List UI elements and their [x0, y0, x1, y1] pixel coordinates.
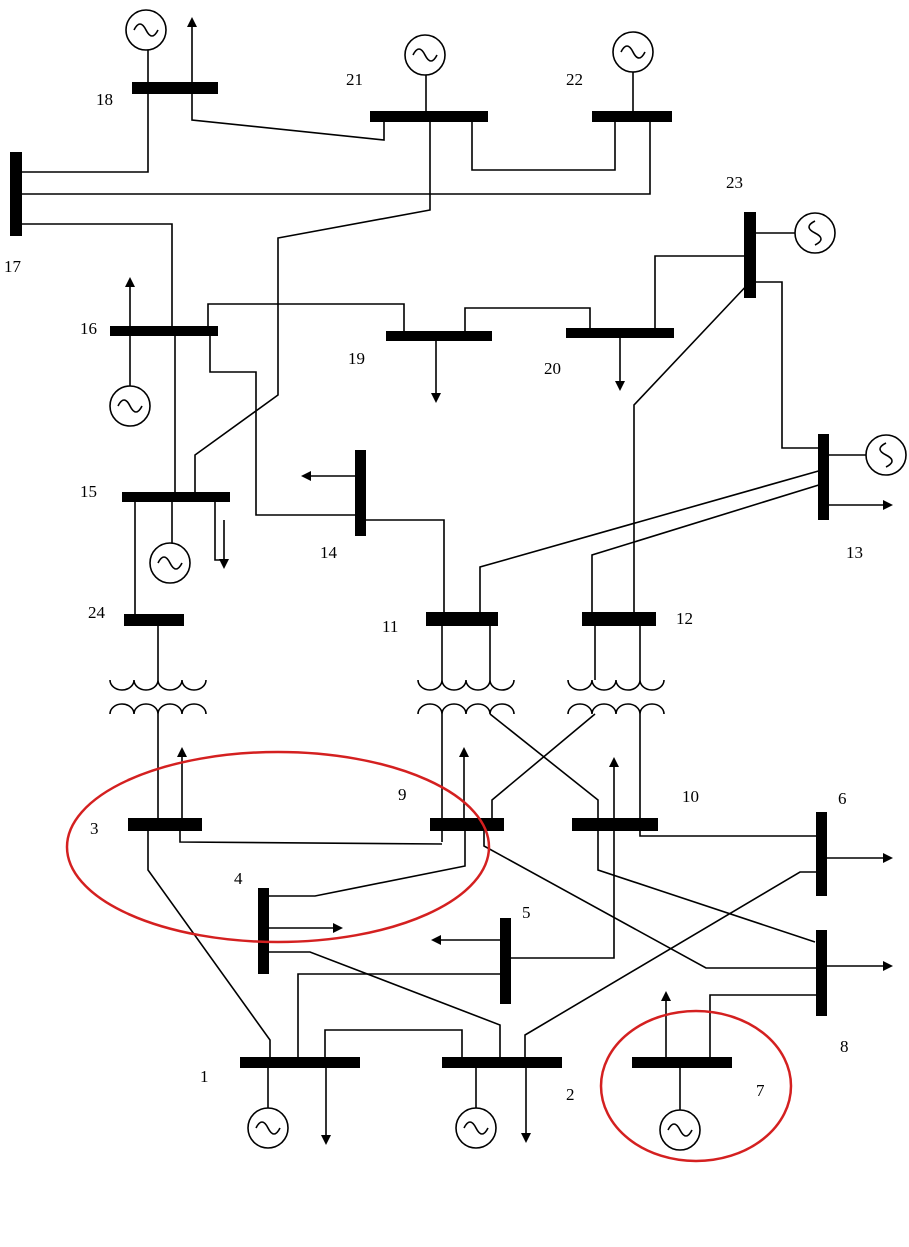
label-bus-7: 7 [756, 1081, 765, 1100]
bus-4 [258, 888, 269, 974]
line-16-19 [207, 303, 405, 336]
bus-8 [816, 930, 827, 1016]
label-bus-20: 20 [544, 359, 561, 378]
line-20-23 [654, 255, 750, 333]
line-16-14 [209, 330, 360, 516]
line-23-13 [750, 281, 822, 449]
bus-6 [816, 812, 827, 896]
load-15-stub [214, 496, 224, 561]
transformer-11 [417, 679, 515, 715]
label-bus-19: 19 [348, 349, 365, 368]
bus-7 [632, 1057, 732, 1068]
bus-11 [426, 612, 498, 626]
generator-15 [149, 542, 191, 584]
generator-22 [612, 31, 654, 73]
highlight-ellipse-buses-3-9-4 [65, 750, 491, 944]
line-18-21 [191, 88, 385, 141]
label-bus-9: 9 [398, 785, 407, 804]
label-bus-10: 10 [682, 787, 699, 806]
line-22-17 [18, 116, 651, 195]
label-bus-2: 2 [566, 1085, 575, 1104]
bus-3 [128, 818, 202, 831]
label-bus-11: 11 [382, 617, 398, 636]
label-bus-22: 22 [566, 70, 583, 89]
generator-16 [109, 385, 151, 427]
bus-2 [442, 1057, 562, 1068]
transformer-12 [567, 679, 665, 715]
line-13-12 [591, 483, 823, 618]
line-17-16 [18, 223, 173, 330]
generator-13 [865, 434, 907, 476]
highlight-ellipse-bus-7 [599, 1009, 793, 1163]
bus-9 [430, 818, 504, 831]
bus-22 [592, 111, 672, 122]
bus-21 [370, 111, 488, 122]
label-bus-15: 15 [80, 482, 97, 501]
label-bus-24: 24 [88, 603, 106, 622]
label-bus-3: 3 [90, 819, 99, 838]
bus-10 [572, 818, 658, 831]
generator-21 [404, 34, 446, 76]
generator-1 [247, 1107, 289, 1149]
generator-18 [125, 9, 167, 51]
line-21-22 [471, 116, 616, 171]
bus-14 [355, 450, 366, 536]
bus-23 [744, 212, 756, 298]
generator-7 [659, 1109, 701, 1151]
label-bus-17: 17 [4, 257, 22, 276]
line-7-8 [709, 994, 822, 1062]
label-bus-12: 12 [676, 609, 693, 628]
bus-15 [122, 492, 230, 502]
tx-12-10-bottom [639, 714, 822, 837]
generator-2 [455, 1107, 497, 1149]
line-14-11 [360, 519, 445, 618]
line-19-20 [464, 307, 591, 336]
transformer-24-3 [109, 679, 207, 715]
bus-17 [10, 152, 22, 236]
line-3-9 [179, 824, 443, 845]
label-bus-16: 16 [80, 319, 97, 338]
label-bus-18: 18 [96, 90, 113, 109]
bus-19 [386, 331, 492, 341]
line-18-17 [18, 88, 149, 173]
highlights [65, 750, 793, 1163]
bus-12 [582, 612, 656, 626]
line-2-6 [524, 871, 822, 1062]
line-3-1 [147, 824, 271, 1062]
label-bus-1: 1 [200, 1067, 209, 1086]
line-5-10 [505, 824, 615, 959]
bus-13 [818, 434, 829, 520]
bus-5 [500, 918, 511, 1004]
generator-23 [794, 212, 836, 254]
label-bus-14: 14 [320, 543, 338, 562]
label-bus-4: 4 [234, 869, 243, 888]
label-bus-5: 5 [522, 903, 531, 922]
line-13-11 [479, 469, 823, 618]
label-bus-6: 6 [838, 789, 847, 808]
bus-18 [132, 82, 218, 94]
line-9-8 [483, 824, 822, 969]
bus-20 [566, 328, 674, 338]
line-9-4 [263, 824, 466, 897]
transformers [109, 679, 665, 715]
bus-labels: 1 2 3 4 5 6 7 8 9 10 11 12 13 14 15 16 1… [4, 70, 863, 1104]
bus-1 [240, 1057, 360, 1068]
line-5-1 [297, 973, 505, 1062]
buses [10, 82, 829, 1068]
line-4-2 [263, 951, 501, 1062]
label-bus-13: 13 [846, 543, 863, 562]
line-1-2 [324, 1029, 463, 1062]
label-bus-8: 8 [840, 1037, 849, 1056]
bus-24 [124, 614, 184, 626]
label-bus-23: 23 [726, 173, 743, 192]
generators [109, 9, 907, 1151]
line-21-15 [194, 116, 431, 496]
bus-16 [110, 326, 218, 336]
label-bus-21: 21 [346, 70, 363, 89]
tx-12-9-bottom [491, 713, 596, 824]
transmission-lines [18, 17, 893, 1145]
line-23-12 [633, 281, 751, 618]
